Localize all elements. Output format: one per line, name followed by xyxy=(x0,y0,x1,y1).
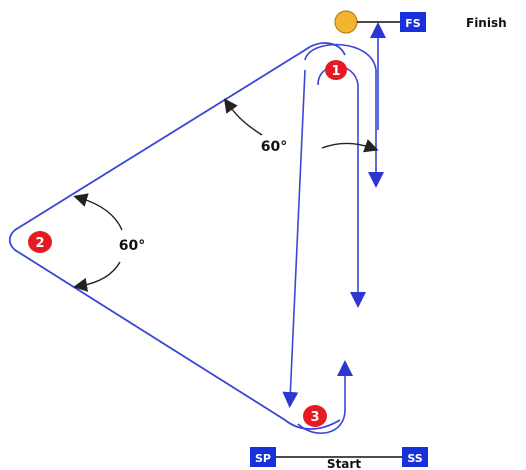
mark-2: 2 xyxy=(28,231,52,253)
start-right-box-label: SS xyxy=(407,452,422,465)
mark-3: 3 xyxy=(303,405,327,427)
angle-label-left: 60° xyxy=(119,238,145,254)
start-line: SP SS Start xyxy=(250,447,428,470)
angle-label-top: 60° xyxy=(261,139,287,155)
course-inner-loop xyxy=(317,65,366,308)
start-right-box xyxy=(402,447,428,467)
start-left-box-label: SP xyxy=(255,452,271,465)
angle-arrow-left-down xyxy=(73,261,121,292)
mark-1-label: 1 xyxy=(331,64,340,79)
course-mark3-rounding xyxy=(297,360,353,434)
finish-box xyxy=(400,12,426,32)
course-outer-leg xyxy=(8,42,346,430)
angle-arrow-left-up xyxy=(73,193,123,231)
mark-2-label: 2 xyxy=(35,236,44,251)
start-label: Start xyxy=(327,457,361,470)
angle-arrow-top-right xyxy=(321,139,379,153)
mark-3-label: 3 xyxy=(310,410,319,425)
course-down-leg xyxy=(282,69,306,408)
mark-1: 1 xyxy=(325,60,347,80)
finish-line: FS Finish xyxy=(334,10,507,34)
finish-buoy xyxy=(334,10,358,34)
angle-arrow-top-left xyxy=(223,98,263,136)
start-left-box xyxy=(250,447,276,467)
course-outer-loop xyxy=(304,43,384,188)
finish-box-label: FS xyxy=(405,17,421,30)
finish-label: Finish xyxy=(466,16,507,30)
